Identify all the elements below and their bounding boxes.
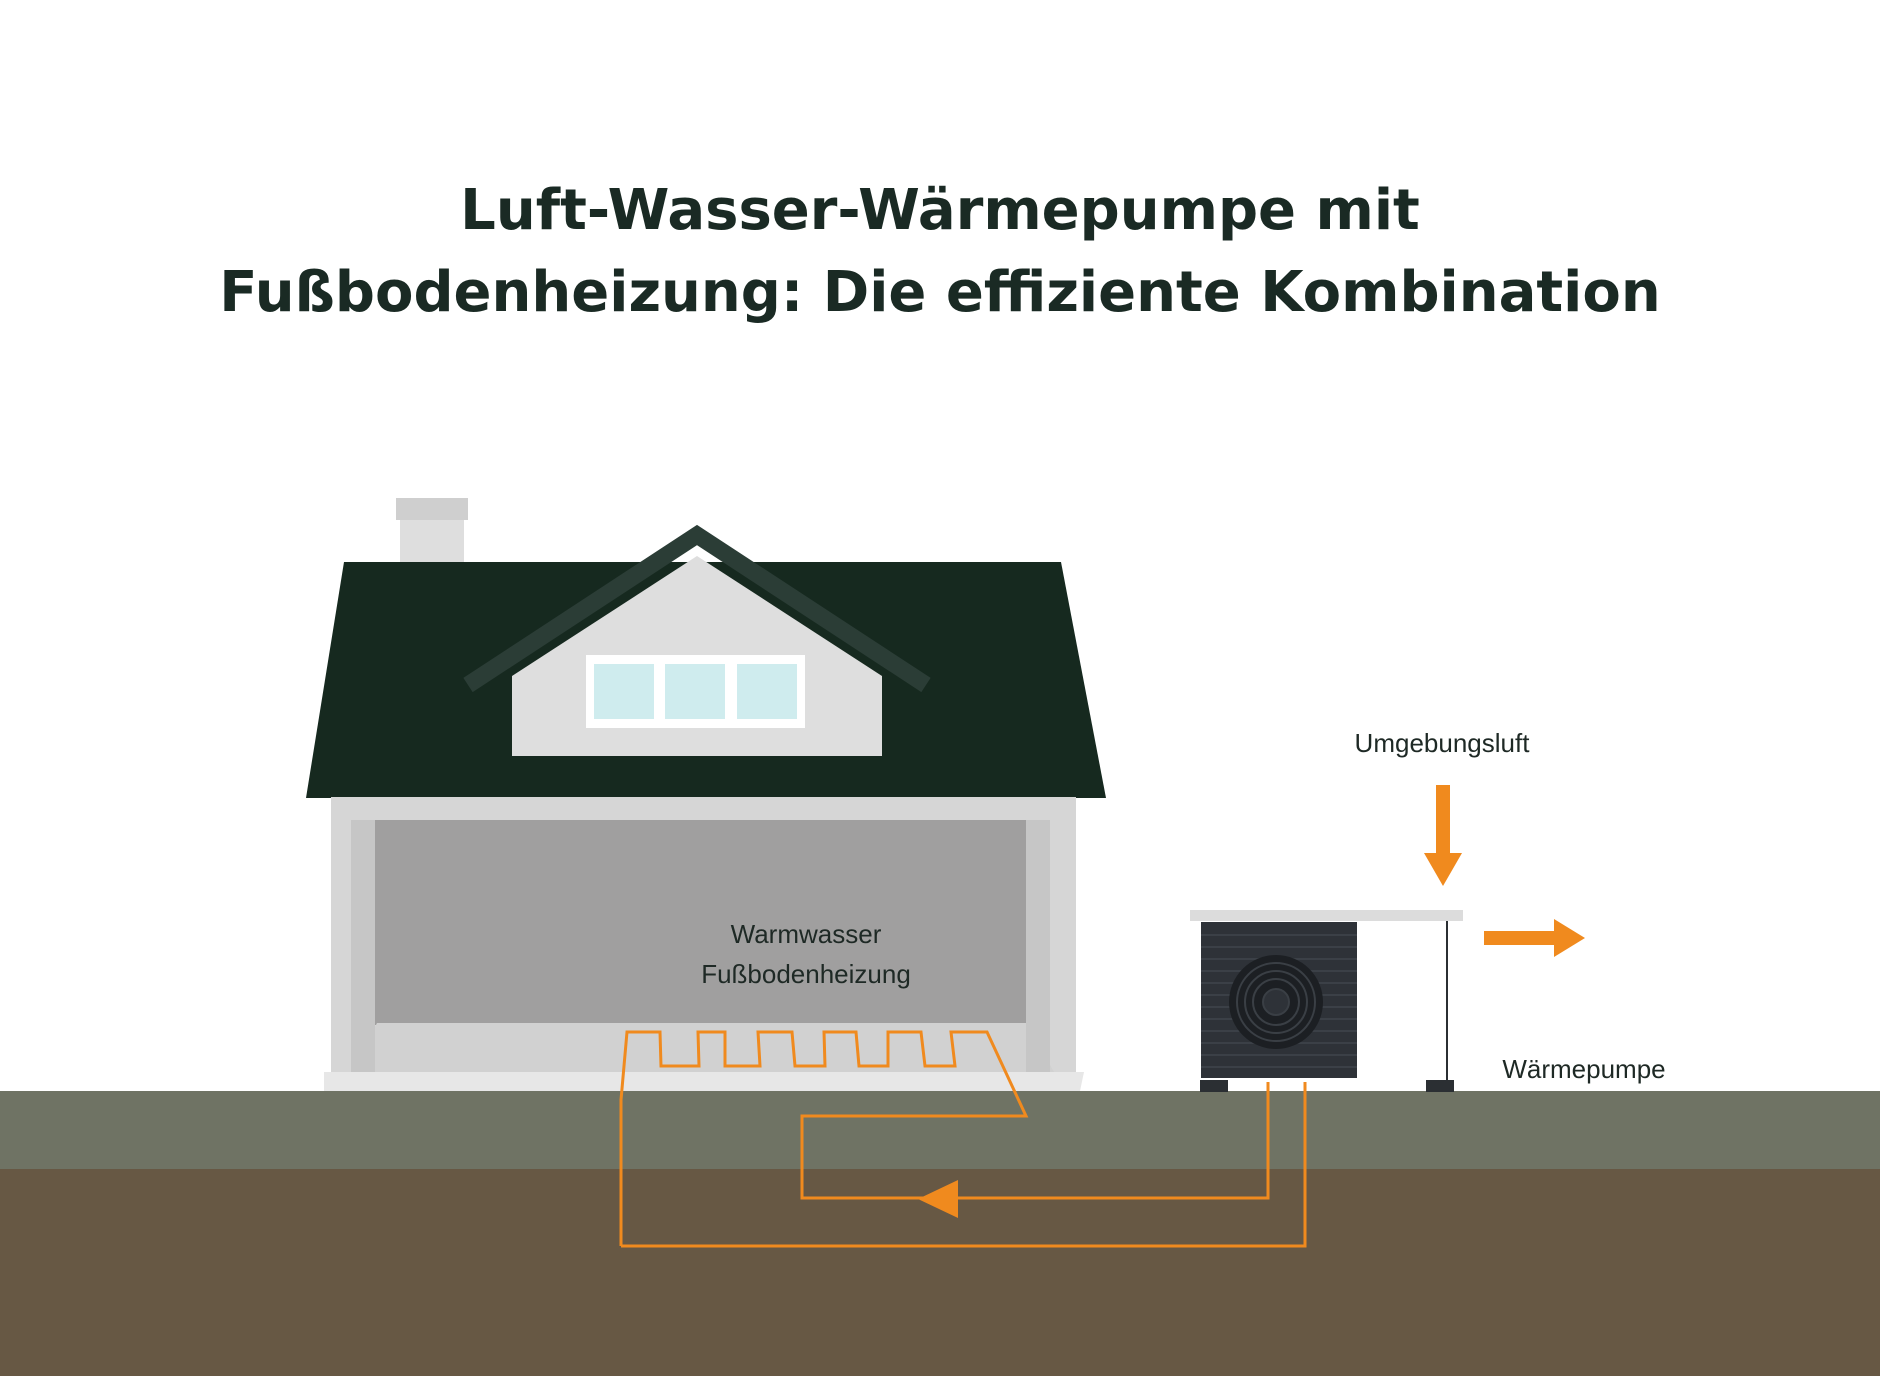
house-wall-left-inner — [351, 820, 375, 1072]
diagram-title: Luft-Wasser-Wärmepumpe mit Fußbodenheizu… — [0, 170, 1880, 334]
house-floor — [352, 1023, 1054, 1072]
heat-pump-canopy — [1190, 910, 1463, 921]
house-interior — [375, 820, 1026, 1025]
floor-heating-pipe — [619, 1030, 1307, 1248]
heat-pump-grille — [1201, 934, 1357, 1068]
dormer-window-pane-2 — [665, 664, 725, 719]
dormer-window-pane-3 — [737, 664, 797, 719]
heat-pump-foot-right — [1426, 1080, 1454, 1092]
house-wall-right-inner — [1026, 820, 1050, 1072]
fan-icon — [1229, 955, 1323, 1049]
heat-pump-unit — [1190, 910, 1463, 1092]
hot-water-label-line-2: Fußbodenheizung — [701, 959, 911, 989]
heat-pump-label: Wärmepumpe — [1502, 1054, 1665, 1084]
dormer-roof — [463, 524, 931, 693]
house — [306, 498, 1106, 1091]
heat-pump-foot-left — [1200, 1080, 1228, 1092]
chimney-cap — [396, 498, 468, 520]
title-line-1: Luft-Wasser-Wärmepumpe mit — [460, 178, 1420, 243]
ambient-air-arrow-down-icon — [1424, 785, 1462, 886]
ambient-air-label: Umgebungsluft — [1355, 728, 1531, 758]
house-base — [324, 1072, 1084, 1091]
title-line-2: Fußbodenheizung: Die effiziente Kombinat… — [219, 260, 1661, 325]
grass-layer — [0, 1091, 1880, 1171]
return-flow-arrow-icon — [918, 1180, 958, 1218]
dormer-window-pane-1 — [594, 664, 654, 719]
hot-water-label-line-1: Warmwasser — [731, 919, 882, 949]
exhaust-air-arrow-right-icon — [1484, 919, 1585, 957]
